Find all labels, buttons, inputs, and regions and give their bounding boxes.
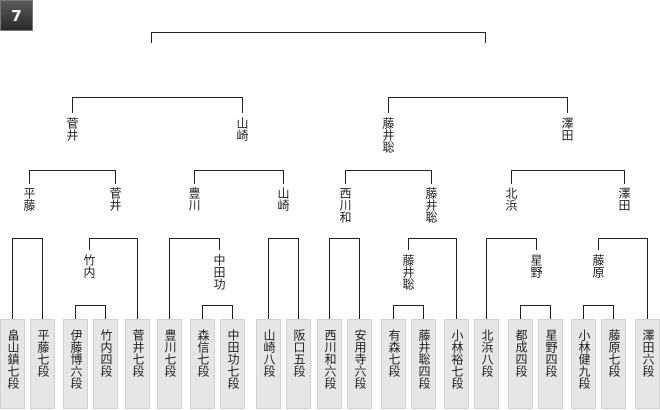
player-name: 藤原七段 [607, 329, 621, 377]
semifinal-left-runner-label: 山崎 [235, 117, 249, 141]
player-card: 伊藤博六段 [63, 319, 88, 409]
player-name: 中田功七段 [226, 329, 240, 389]
player-card: 澤田六段 [635, 319, 660, 409]
player-card: 小林裕七段 [444, 319, 469, 409]
player-name: 都成四段 [514, 329, 528, 377]
player-name: 山崎八段 [262, 329, 276, 377]
semifinal-right-winner-label: 藤井聡 [381, 117, 395, 153]
player-card: 星野四段 [538, 319, 563, 409]
player-card: 藤原七段 [601, 319, 626, 409]
quarterfinal-1a-label: 平藤 [22, 187, 36, 211]
semifinal-left-winner-label: 菅井 [65, 117, 79, 141]
quarterfinal-3b-label: 藤井聡 [424, 187, 438, 223]
player-name: 星野四段 [544, 329, 558, 377]
player-name: 豊川七段 [163, 329, 177, 377]
player-name: 澤田六段 [641, 329, 655, 377]
round2-hoshino-label: 星野 [529, 254, 543, 278]
player-card: 小林健九段 [571, 319, 596, 409]
quarterfinal-1b-label: 菅井 [108, 187, 122, 211]
player-name: 西川和六段 [323, 329, 337, 389]
round2-nakata-label: 中田功 [212, 254, 226, 290]
player-card: 菅井七段 [125, 319, 150, 409]
player-name: 森信七段 [196, 329, 210, 377]
player-name: 竹内四段 [99, 329, 113, 377]
player-card: 西川和六段 [317, 319, 342, 409]
player-card: 都成四段 [508, 319, 533, 409]
tournament-number-badge: 7 [0, 0, 33, 31]
player-name: 藤井聡四段 [417, 329, 431, 389]
round2-fujii-label: 藤井聡 [401, 254, 415, 290]
player-card: 藤井聡四段 [411, 319, 436, 409]
player-name: 菅井七段 [131, 329, 145, 377]
player-card: 山崎八段 [256, 319, 281, 409]
round2-fujiwara-label: 藤原 [591, 254, 605, 278]
quarterfinal-4a-label: 北浜 [504, 187, 518, 211]
quarterfinal-4b-label: 澤田 [617, 187, 631, 211]
player-card: 畠山鎮七段 [0, 319, 25, 409]
player-card: 阪口五段 [286, 319, 311, 409]
quarterfinal-2a-label: 豊川 [187, 187, 201, 211]
player-name: 有森七段 [387, 329, 401, 377]
quarterfinal-3a-label: 西川和 [338, 187, 352, 223]
quarterfinal-2b-label: 山崎 [276, 187, 290, 211]
player-card: 北浜八段 [474, 319, 499, 409]
player-card: 平藤七段 [30, 319, 55, 409]
player-name: 安用寺六段 [353, 329, 367, 389]
player-name: 小林裕七段 [450, 329, 464, 389]
semifinal-right-runner-label: 澤田 [560, 117, 574, 141]
player-card: 中田功七段 [220, 319, 245, 409]
player-name: 小林健九段 [577, 329, 591, 389]
player-name: 畠山鎮七段 [6, 329, 20, 389]
player-name: 北浜八段 [480, 329, 494, 377]
player-name: 平藤七段 [36, 329, 50, 377]
player-card: 竹内四段 [93, 319, 118, 409]
player-name: 阪口五段 [292, 329, 306, 377]
player-card: 安用寺六段 [347, 319, 372, 409]
player-name: 伊藤博六段 [69, 329, 83, 389]
player-card: 豊川七段 [157, 319, 182, 409]
player-card: 森信七段 [190, 319, 215, 409]
round2-takeuchi-label: 竹内 [82, 254, 96, 278]
player-card: 有森七段 [381, 319, 406, 409]
